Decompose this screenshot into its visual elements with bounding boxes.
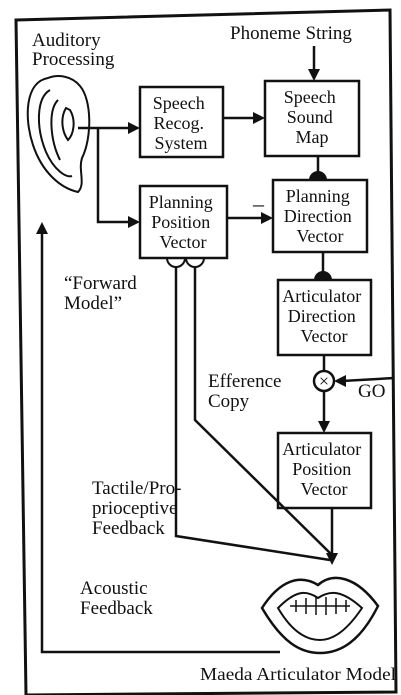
articulator-position-line-2: Position [292, 459, 351, 479]
phoneme-to-soundmap-arrowhead [308, 69, 320, 81]
forward-model-line-1: “Forward [64, 273, 137, 294]
speech-sound-map-line-3: Map [296, 127, 329, 147]
speech-recognition-line-1: Speech [153, 93, 205, 113]
go-arrowhead [334, 375, 346, 387]
multiplier-symbol: × [319, 371, 329, 391]
articulator-direction-line-2: Direction [288, 306, 356, 326]
auditory-processing-line-2: Processing [32, 49, 115, 70]
articulator-position-line-1: Articulator [282, 439, 361, 459]
planning-position-line-2: Position [151, 212, 210, 232]
articulator-position-line-3: Vector [301, 479, 348, 499]
ear-to-planning-line [98, 128, 132, 222]
speech-recognition-line-3: System [154, 133, 207, 153]
acoustic-feedback-arrowhead [36, 222, 48, 234]
svg-text:Speech Recog. System: Speech Recog. System [153, 93, 209, 153]
go-label: GO [358, 381, 385, 402]
acoustic-feedback-line-2: Feedback [80, 598, 153, 619]
efference-copy-line-2: Copy [208, 391, 250, 412]
ear-to-recognition-arrowhead [128, 122, 140, 134]
articulator-direction-line-3: Vector [301, 326, 348, 346]
maeda-model-label: Maeda Articulator Model [200, 664, 396, 684]
svg-text:Efference Copy: Efference Copy [208, 371, 286, 412]
speech-sound-map-line-2: Sound [287, 107, 333, 127]
forward-model-synapse-left [167, 258, 185, 267]
speech-recognition-line-2: Recog. [154, 113, 204, 133]
ear-icon [28, 76, 90, 192]
direction-to-artdirection-synapse [314, 271, 332, 280]
phoneme-string-label: Phoneme String [230, 23, 352, 44]
position-to-direction-arrowhead [261, 212, 273, 224]
speech-sound-map-line-1: Speech [284, 87, 336, 107]
multiplier-to-artposition-arrowhead [318, 421, 330, 433]
recognition-to-soundmap-arrowhead [253, 112, 265, 124]
inhibitory-minus-sign: – [252, 191, 265, 216]
forward-model-line-2: Model” [64, 293, 122, 314]
planning-direction-line-3: Vector [297, 226, 344, 246]
planning-direction-line-1: Planning [286, 186, 350, 206]
planning-position-line-3: Vector [160, 232, 207, 252]
forward-model-synapse-right [186, 258, 204, 267]
soundmap-to-direction-synapse [309, 171, 327, 180]
svg-text:“Forward Model”: “Forward Model” [64, 273, 142, 314]
auditory-processing-line-1: Auditory [32, 30, 101, 51]
go-line [342, 378, 394, 381]
articulator-direction-line-1: Articulator [282, 286, 361, 306]
svg-text:Acoustic Feedback: Acoustic Feedback [80, 578, 153, 619]
svg-text:Auditory Processing: Auditory Processing [32, 30, 115, 70]
mouth-icon [262, 578, 378, 653]
tactile-feedback-line-1: Tactile/Pro- [92, 478, 181, 499]
ear-to-planning-arrowhead [128, 216, 140, 228]
planning-position-line-1: Planning [149, 192, 213, 212]
tactile-feedback-line-2: prioceptive [92, 498, 177, 519]
planning-direction-line-2: Direction [284, 206, 352, 226]
acoustic-feedback-line-1: Acoustic [80, 578, 148, 599]
svg-text:Tactile/Pro- prioceptive: Tactile/Pro- prioceptive Feedback [92, 478, 186, 539]
tactile-feedback-line-3: Feedback [92, 518, 165, 539]
efference-copy-line-1: Efference [208, 371, 281, 392]
